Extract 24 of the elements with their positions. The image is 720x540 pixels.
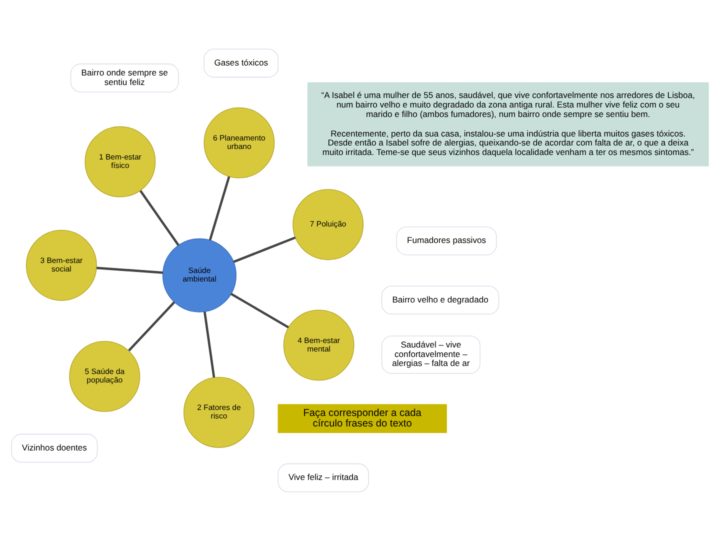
- connector: [208, 176, 230, 240]
- connector: [96, 266, 163, 274]
- node-box: Saudável – vive confortavelmente – alergias – falta de ar: [381, 335, 480, 374]
- node-circle: 5 Saúde da população: [69, 340, 140, 412]
- node-box: “A Isabel é uma mulher de 55 anos, saudável, que vive confortavelmente nos arredores de Lisboa, num bairro velho e muito degradado da zona antiga rural. Esta mulher vive feliz com o seu marido e filho (ambos fumadores), num bairro onde sempre se sentiu bem. Recentemente, perto da sua casa, instalou-se uma indústria que liberta muitos gases tóxicos. Desde então a Isabel sofre de alergias, queixando-se de acordar com falta de ar, o que a deixa muito irritada. Teme-se que seus vizinhos daquela localidade venham a ter os mesmos sintomas.”: [307, 82, 709, 166]
- node-box: Faça corresponder a cada círculo frases do texto: [278, 404, 447, 433]
- node-box: Bairro onde sempre se sentiu feliz: [70, 63, 179, 92]
- node-circle: 3 Bem-estar social: [26, 229, 97, 300]
- node-circle: 1 Bem-estar físico: [84, 126, 156, 197]
- node-box: Vive feliz – irritada: [278, 462, 369, 492]
- connector: [128, 300, 176, 351]
- connector: [233, 236, 296, 262]
- node-box: Gases tóxicos: [204, 48, 279, 78]
- node-circle: 6 Planeamento urbano: [204, 106, 275, 178]
- node-circle: Saúde ambiental: [162, 238, 236, 312]
- node-box: Fumadores passivos: [396, 226, 497, 255]
- node-box: Vizinhos doentes: [11, 433, 98, 462]
- connector: [203, 311, 216, 378]
- connector: [230, 292, 290, 328]
- connector: [140, 190, 180, 246]
- node-circle: 7 Poluição: [292, 188, 364, 260]
- node-circle: 4 Bem-estar mental: [283, 309, 354, 380]
- node-circle: 2 Fatores de risco: [184, 376, 254, 448]
- node-box: Bairro velho e degradado: [381, 285, 500, 314]
